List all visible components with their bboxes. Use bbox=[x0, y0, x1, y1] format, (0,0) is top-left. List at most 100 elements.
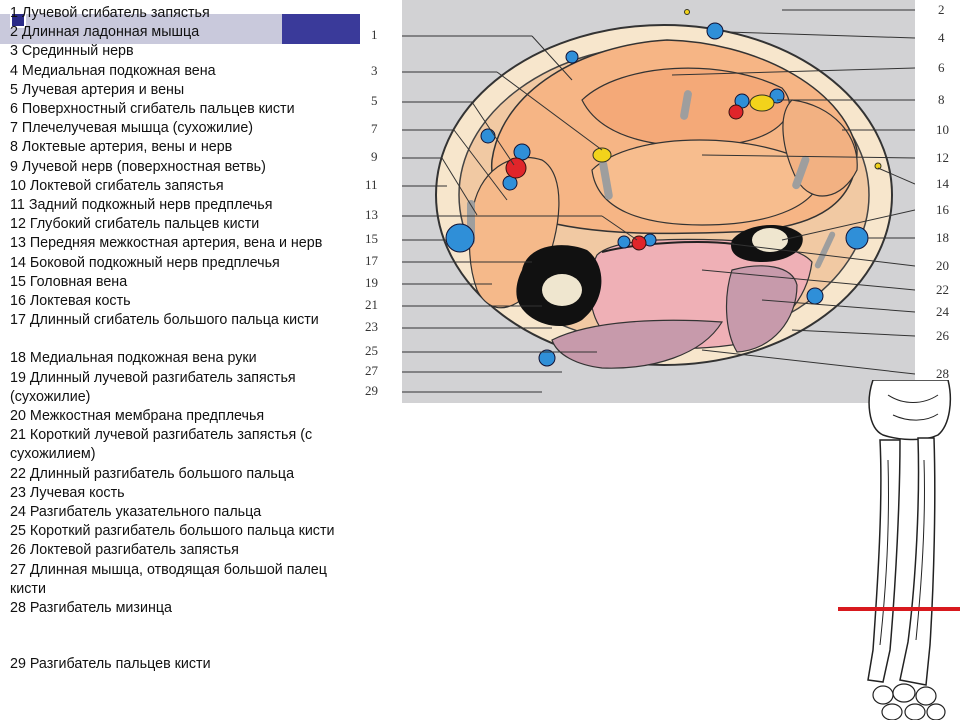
interosseous-membrane bbox=[601, 241, 735, 253]
diagram-number-label: 7 bbox=[371, 121, 378, 136]
diagram-number-label: 17 bbox=[365, 253, 378, 268]
diagram-number-label: 9 bbox=[371, 149, 378, 164]
legend-item: 20 Межкостная мембрана предплечья bbox=[10, 408, 265, 425]
diagram-number-labels-right: 2 4 6 8 10 12 14 16 18 20 22 24 26 28 bbox=[936, 0, 960, 403]
legend-item: 18 Медиальная подкожная вена руки bbox=[10, 350, 257, 367]
diagram-number-label: 15 bbox=[365, 231, 378, 246]
diagram-number-label: 12 bbox=[936, 150, 949, 165]
leader-lines-left bbox=[402, 35, 638, 393]
radius-shaft bbox=[899, 437, 936, 686]
ulna-shading bbox=[879, 459, 890, 646]
nerve bbox=[874, 162, 882, 170]
legend-item: 8 Локтевые артерия, вены и нерв bbox=[10, 139, 233, 156]
diagram-number-label: 21 bbox=[365, 297, 378, 312]
diagram-number-label: 10 bbox=[936, 122, 949, 137]
vein bbox=[480, 128, 496, 144]
forearm-bones-svg bbox=[838, 379, 960, 721]
diagram-number-label: 23 bbox=[365, 319, 378, 334]
leader-lines-right bbox=[671, 9, 915, 375]
diagram-number-label: 28 bbox=[936, 366, 949, 381]
diagram-number-label: 3 bbox=[371, 63, 378, 78]
diagram-number-label: 24 bbox=[936, 304, 949, 319]
diagram-number-label: 1 bbox=[371, 27, 378, 42]
legend-item: 10 Локтевой сгибатель запястья bbox=[10, 177, 224, 194]
tendon bbox=[599, 160, 613, 200]
carpal-bones bbox=[872, 683, 946, 721]
diagram-number-label: 6 bbox=[938, 60, 945, 75]
diagram-number-label: 19 bbox=[365, 275, 378, 290]
extensor-digitorum-muscle bbox=[551, 319, 724, 369]
tendon bbox=[814, 231, 836, 269]
legend-item: 25 Короткий разгибатель большого пальца … bbox=[10, 523, 335, 540]
diagram-number-label: 16 bbox=[936, 202, 949, 217]
legend-item: 4 Медиальная подкожная вена bbox=[10, 62, 216, 79]
radius-shading bbox=[915, 459, 926, 641]
legend-item: 1 Лучевой сгибатель запястья bbox=[10, 5, 210, 21]
legend-item: 13 Передняя межкостная артерия, вена и н… bbox=[10, 235, 323, 252]
diagram-number-label: 25 bbox=[365, 343, 378, 358]
forearm-cross-section: 1 bbox=[402, 9, 915, 393]
legend-item: 19 Длинный лучевой разгибатель запястья … bbox=[10, 369, 296, 405]
nerve bbox=[684, 9, 690, 15]
vein bbox=[565, 50, 579, 64]
median-vein bbox=[706, 22, 724, 40]
diagram-number-labels-left: 1 3 5 7 9 11 13 15 17 19 21 23 25 27 29 bbox=[365, 0, 397, 403]
diagram-number-label: 4 bbox=[938, 30, 945, 45]
diagram-number-label: 27 bbox=[365, 363, 378, 378]
legend-item: 5 Лучевая артерия и вены bbox=[10, 81, 185, 98]
basilic-vein bbox=[845, 226, 869, 250]
diagram-number-label: 2 bbox=[938, 2, 945, 17]
legend-item: 14 Боковой подкожный нерв предплечья bbox=[10, 254, 280, 271]
bullet-square-icon bbox=[10, 12, 26, 28]
radius-marrow bbox=[542, 274, 582, 306]
ulnar-artery bbox=[728, 104, 744, 120]
legend-item: 21 Короткий лучевой разгибатель запястья… bbox=[10, 427, 313, 463]
deep-flexor-muscle bbox=[591, 139, 823, 226]
legend-item: 23 Лучевая кость bbox=[10, 484, 125, 501]
legend-item: 2 Длинная ладонная мышца bbox=[10, 24, 200, 41]
diagram-number-label: 5 bbox=[371, 93, 378, 108]
forearm-bones-illustration bbox=[838, 379, 960, 721]
legend-item: 11 Задний подкожный нерв предплечья bbox=[10, 197, 273, 214]
legend-item: 28 Разгибатель мизинца bbox=[10, 600, 172, 617]
legend-item: 24 Разгибатель указательного пальца bbox=[10, 504, 262, 521]
diagram-number-label: 18 bbox=[936, 230, 949, 245]
vein bbox=[617, 235, 631, 249]
legend-item: 15 Головная вена bbox=[10, 273, 128, 290]
legend-item: 6 Поверхностный сгибатель пальцев кисти bbox=[10, 101, 295, 118]
legend-item: 12 Глубокий сгибатель пальцев кисти bbox=[10, 216, 260, 233]
diagram-number-label: 29 bbox=[365, 383, 378, 398]
tendon bbox=[680, 90, 692, 120]
diagram-number-label: 8 bbox=[938, 92, 945, 107]
extensor-carpi-ulnaris-muscle bbox=[725, 265, 798, 353]
title-accent-block bbox=[282, 14, 360, 44]
diagram-number-label: 26 bbox=[936, 328, 949, 343]
vein bbox=[806, 287, 824, 305]
ulnar-nerve bbox=[749, 94, 775, 112]
ulna-shaft bbox=[867, 439, 901, 683]
legend-item: 27 Длинная мышца, отводящая большой пале… bbox=[10, 561, 327, 597]
humerus-distal bbox=[868, 379, 951, 441]
median-nerve bbox=[592, 147, 612, 163]
diagram-number-label: 13 bbox=[365, 207, 378, 222]
cephalic-vein bbox=[445, 223, 475, 253]
legend-item: 3 Срединный нерв bbox=[10, 43, 134, 60]
vein bbox=[538, 349, 556, 367]
legend-item: 9 Лучевой нерв (поверхностная ветвь) bbox=[10, 158, 266, 175]
tendon bbox=[792, 155, 810, 190]
legend-item: 16 Локтевая кость bbox=[10, 293, 131, 310]
legend-item: 29 Разгибатель пальцев кисти bbox=[10, 656, 211, 673]
ulna-marrow bbox=[752, 228, 788, 252]
cross-section-panel: 1 bbox=[402, 0, 915, 403]
legend-list: 1 Лучевой сгибатель запястья 2 Длинная л… bbox=[10, 4, 360, 675]
diagram-number-label: 22 bbox=[936, 282, 949, 297]
humerus-detail bbox=[887, 394, 939, 421]
diagram-number-label: 20 bbox=[936, 258, 949, 273]
legend-item: 7 Плечелучевая мышца (сухожилие) bbox=[10, 120, 254, 137]
legend-item: 22 Длинный разгибатель большого пальца bbox=[10, 465, 295, 482]
diagram-number-label: 14 bbox=[936, 176, 949, 191]
legend-item: 17 Длинный сгибатель большого пальца кис… bbox=[10, 312, 319, 329]
radial-artery bbox=[505, 157, 527, 179]
legend-item: 26 Локтевой разгибатель запястья bbox=[10, 542, 239, 559]
diagram-number-label: 11 bbox=[365, 177, 378, 192]
